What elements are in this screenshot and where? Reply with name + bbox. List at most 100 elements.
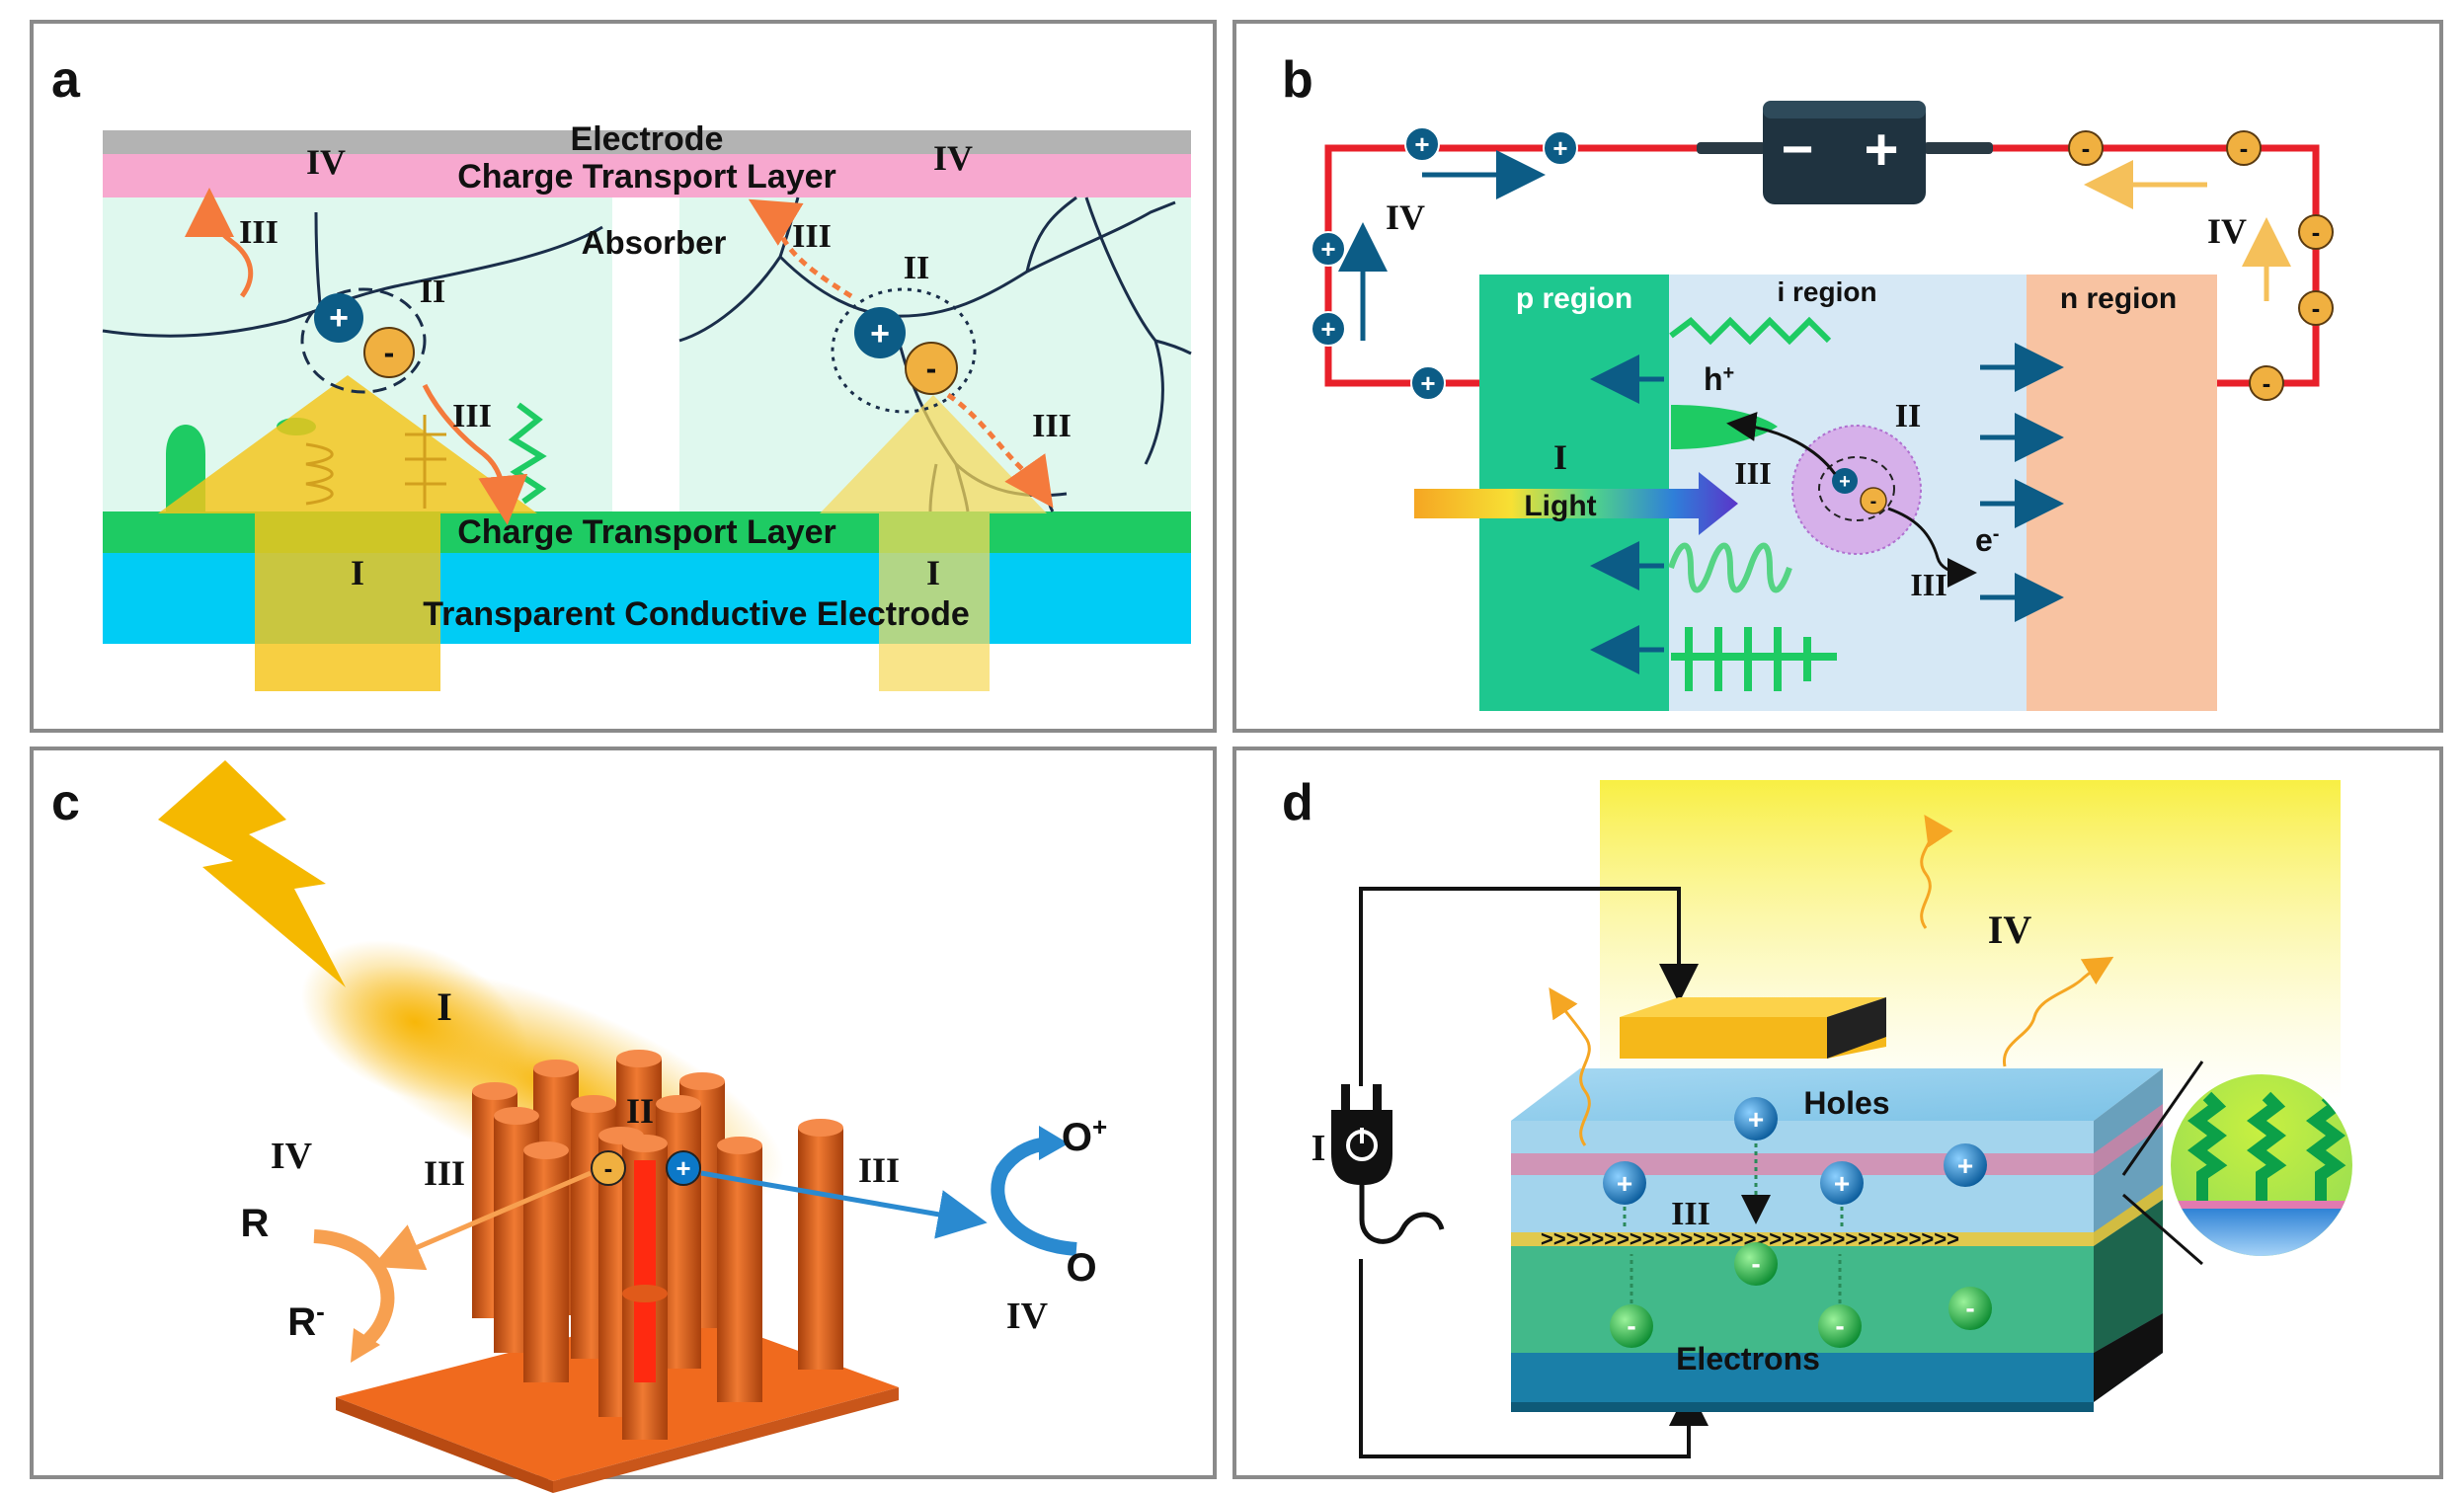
label-i: I bbox=[926, 553, 940, 592]
nanorod bbox=[523, 1141, 569, 1382]
label-iv: IV bbox=[2207, 211, 2247, 251]
electron-charge bbox=[363, 327, 415, 378]
label-ii: II bbox=[626, 1091, 654, 1131]
electron-charge bbox=[591, 1150, 626, 1186]
electrons: - - - - bbox=[1610, 1242, 1992, 1348]
label-i: I bbox=[1311, 1128, 1326, 1169]
defect-zigzag bbox=[508, 402, 547, 505]
label-iii: III bbox=[424, 1153, 465, 1193]
lightning-icon bbox=[158, 760, 346, 987]
light-beam bbox=[1414, 472, 1738, 535]
svg-text:-: - bbox=[604, 1153, 613, 1183]
device-top bbox=[1511, 1068, 2163, 1121]
svg-text:+: + bbox=[676, 1153, 690, 1183]
recombination-arrow bbox=[748, 198, 853, 299]
panel-d-letter: d bbox=[1282, 774, 1313, 831]
defect-comb bbox=[405, 415, 446, 509]
electron-label: e- bbox=[1975, 522, 1999, 558]
etl-layer bbox=[1511, 1246, 2094, 1353]
n-region-label: n region bbox=[2060, 282, 2177, 315]
defect-spring bbox=[305, 442, 334, 506]
recombination-arrow bbox=[422, 383, 528, 525]
svg-text:-: - bbox=[926, 351, 937, 386]
panel-a-letter: a bbox=[51, 51, 81, 109]
panel-d: d >>>>>>>>>>>>>>>>>>>>>>>>>>>>>>>>> + bbox=[1232, 747, 2443, 1479]
n-region bbox=[2027, 275, 2217, 711]
svg-text:+: + bbox=[1414, 129, 1429, 159]
emission-squiggle bbox=[1549, 987, 1591, 1146]
nanorod bbox=[798, 1119, 843, 1370]
hole-charge bbox=[666, 1150, 701, 1186]
hole-charge bbox=[1404, 126, 1440, 162]
battery-minus: − bbox=[1782, 118, 1814, 180]
light-label: Light bbox=[1524, 490, 1596, 522]
hole-charge bbox=[1410, 365, 1446, 401]
label-iii: III bbox=[858, 1150, 900, 1190]
circuit-holes: + + + + + bbox=[1311, 126, 1578, 401]
hole-charge bbox=[1944, 1143, 1987, 1187]
label-ii: II bbox=[904, 250, 929, 286]
hole-charge bbox=[1820, 1161, 1864, 1205]
reduction-arc bbox=[313, 1229, 395, 1348]
svg-text:-: - bbox=[2312, 293, 2321, 323]
svg-text:-: - bbox=[2263, 368, 2271, 398]
defect-zigzag bbox=[1669, 316, 1832, 346]
exciton-ring bbox=[831, 287, 977, 414]
label-iii: III bbox=[1734, 455, 1771, 491]
panel-b-letter: b bbox=[1282, 51, 1313, 109]
electron-charge bbox=[1948, 1287, 1992, 1330]
electron-charge bbox=[2226, 130, 2262, 166]
electron-charge bbox=[2249, 365, 2284, 401]
battery: − + bbox=[1697, 101, 1993, 204]
svg-text:+: + bbox=[1957, 1150, 1973, 1181]
svg-text:-: - bbox=[2312, 217, 2321, 247]
recombination-arrow bbox=[185, 188, 254, 298]
svg-text:+: + bbox=[1320, 314, 1335, 344]
svg-text:+: + bbox=[1839, 471, 1851, 493]
label-ii: II bbox=[1895, 398, 1921, 434]
tce-label: Transparent Conductive Electrode bbox=[423, 595, 970, 633]
i-region-label: i region bbox=[1777, 276, 1876, 307]
label-iv: IV bbox=[271, 1136, 313, 1177]
label-i: I bbox=[437, 984, 452, 1029]
htl-layer bbox=[1511, 1104, 2163, 1175]
electron-charge bbox=[2298, 214, 2334, 250]
power-plug-icon bbox=[1331, 1084, 1445, 1244]
top-ctl-label: Charge Transport Layer bbox=[457, 158, 836, 196]
circuit-wire-bottom bbox=[1359, 1259, 1709, 1458]
top-ctl-layer bbox=[103, 154, 1191, 197]
holes: + + + + bbox=[1603, 1097, 1987, 1205]
label-iv: IV bbox=[933, 138, 973, 178]
svg-text:+: + bbox=[1748, 1104, 1764, 1135]
emission-squiggle bbox=[1920, 815, 1953, 929]
electrode-layer bbox=[103, 130, 1191, 154]
light-arrow-right bbox=[820, 395, 1047, 691]
defect-spring bbox=[1668, 542, 1792, 593]
absorber-label: Absorber bbox=[582, 224, 727, 261]
nanorod bbox=[717, 1137, 762, 1402]
light-arrow-left bbox=[158, 375, 537, 691]
hole-charge bbox=[1734, 1097, 1778, 1140]
electron-transfer-arrow bbox=[371, 1170, 592, 1271]
hole-charge bbox=[314, 293, 363, 343]
grain-boundary bbox=[1084, 197, 1164, 465]
svg-text:+: + bbox=[329, 299, 349, 337]
svg-text:-: - bbox=[1870, 491, 1877, 512]
exciton-ring bbox=[1818, 456, 1895, 521]
nanorods bbox=[472, 1050, 843, 1440]
label-iv: IV bbox=[306, 142, 346, 182]
svg-text:-: - bbox=[1835, 1310, 1844, 1341]
label-iii: III bbox=[792, 218, 832, 255]
svg-text:-: - bbox=[2240, 133, 2249, 163]
svg-text:-: - bbox=[1965, 1293, 1974, 1323]
label-i: I bbox=[351, 553, 364, 592]
electron-charge bbox=[905, 342, 958, 395]
circuit-electrons: - - - - - bbox=[2068, 130, 2334, 401]
exciton-ring bbox=[300, 287, 427, 394]
hole-charge bbox=[1311, 231, 1346, 267]
panel-c: c - + bbox=[30, 747, 1217, 1493]
svg-text:-: - bbox=[1627, 1310, 1635, 1341]
p-region-label: p region bbox=[1516, 282, 1632, 315]
panel-b: b − + p region i region n region Light bbox=[1232, 20, 2443, 733]
hole-charge bbox=[1311, 311, 1346, 347]
